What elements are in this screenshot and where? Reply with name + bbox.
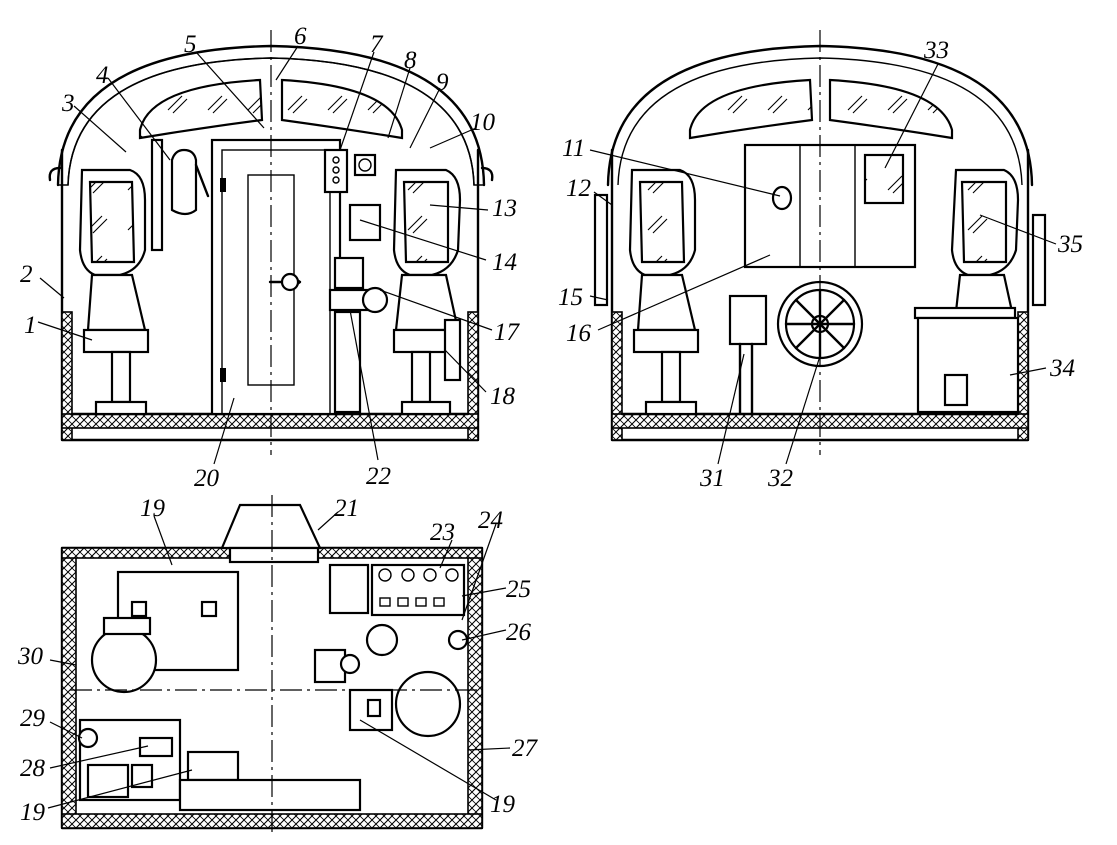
label-2: 2 <box>20 261 33 288</box>
label-12: 12 <box>566 175 591 202</box>
label-16: 16 <box>566 320 592 347</box>
label-3: 3 <box>61 90 75 117</box>
label-27: 27 <box>512 735 539 762</box>
label-23: 23 <box>430 519 455 546</box>
label-10: 10 <box>470 109 496 136</box>
rear-section-view <box>593 30 1047 455</box>
front-section-view <box>48 30 494 455</box>
label-19-top: 19 <box>140 495 166 522</box>
label-15: 15 <box>558 284 583 311</box>
label-25: 25 <box>506 576 531 603</box>
label-28: 28 <box>20 755 46 782</box>
label-18: 18 <box>490 383 516 410</box>
label-26: 26 <box>506 619 532 646</box>
label-24: 24 <box>478 507 503 534</box>
leader-lines <box>37 45 1057 809</box>
label-6: 6 <box>294 23 307 50</box>
label-7: 7 <box>370 31 384 58</box>
plan-view <box>60 495 484 835</box>
label-31: 31 <box>699 465 725 492</box>
label-5: 5 <box>184 31 197 58</box>
label-8: 8 <box>404 47 417 74</box>
label-32: 32 <box>767 465 793 492</box>
label-1: 1 <box>24 312 37 339</box>
label-34: 34 <box>1049 355 1075 382</box>
label-21: 21 <box>334 495 359 522</box>
label-9: 9 <box>436 69 449 96</box>
label-30: 30 <box>17 643 44 670</box>
label-19-right: 19 <box>490 791 516 818</box>
label-20: 20 <box>194 465 220 492</box>
callout-labels: 1 2 3 4 5 6 7 8 9 10 11 12 13 14 15 16 1… <box>17 23 1083 826</box>
label-14: 14 <box>492 249 517 276</box>
label-11: 11 <box>562 135 585 162</box>
label-35: 35 <box>1057 231 1083 258</box>
label-4: 4 <box>96 62 109 89</box>
label-22: 22 <box>366 463 391 490</box>
label-17: 17 <box>494 319 521 346</box>
label-13: 13 <box>492 195 517 222</box>
label-29: 29 <box>20 705 46 732</box>
label-19-left: 19 <box>20 799 46 826</box>
label-33: 33 <box>923 37 949 64</box>
